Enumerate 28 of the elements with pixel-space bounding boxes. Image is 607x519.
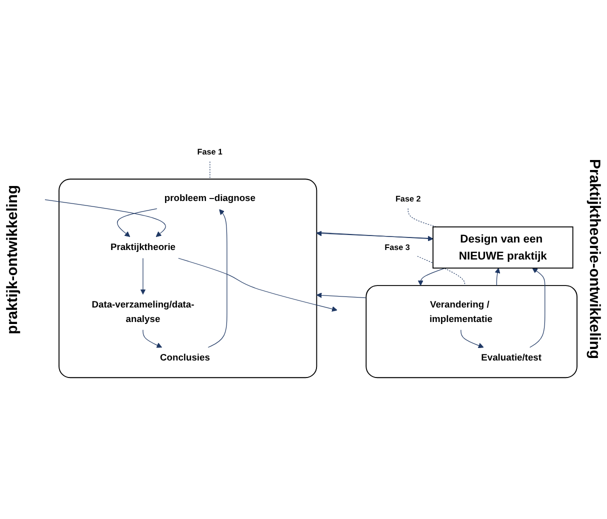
arrow [460, 329, 484, 348]
phase-label: Fase 2 [395, 193, 421, 203]
vertical-label: praktijk-ontwikkeling [4, 184, 21, 334]
step-text: Praktijktheorie [110, 241, 176, 252]
arrow [208, 208, 228, 348]
step-text: Conclusies [160, 352, 210, 363]
arrow [140, 258, 146, 294]
leader-line [417, 256, 466, 286]
arrow [142, 329, 162, 348]
arrow [44, 199, 166, 237]
arrow [178, 258, 338, 312]
leader-line [408, 208, 437, 227]
arrow [530, 268, 546, 348]
arrow [494, 268, 500, 286]
step-text: probleem –diagnose [164, 192, 256, 204]
arrow [316, 232, 434, 242]
phase-label: Fase 3 [384, 242, 410, 252]
rounded-frame [366, 284, 578, 378]
step-text: Verandering / implementatie [429, 298, 492, 324]
vertical-label: Praktijktheorie-ontwikkeling [586, 159, 603, 360]
arrow [117, 208, 158, 237]
arrow [418, 267, 446, 286]
process-box: Design van een NIEUWE praktijk [432, 226, 574, 268]
rounded-frame [58, 178, 318, 378]
step-text: Evaluatie/test [481, 352, 542, 363]
step-text: Data-verzameling/data-analyse [92, 298, 194, 324]
arrow [316, 292, 366, 298]
phase-label: Fase 1 [197, 146, 223, 156]
